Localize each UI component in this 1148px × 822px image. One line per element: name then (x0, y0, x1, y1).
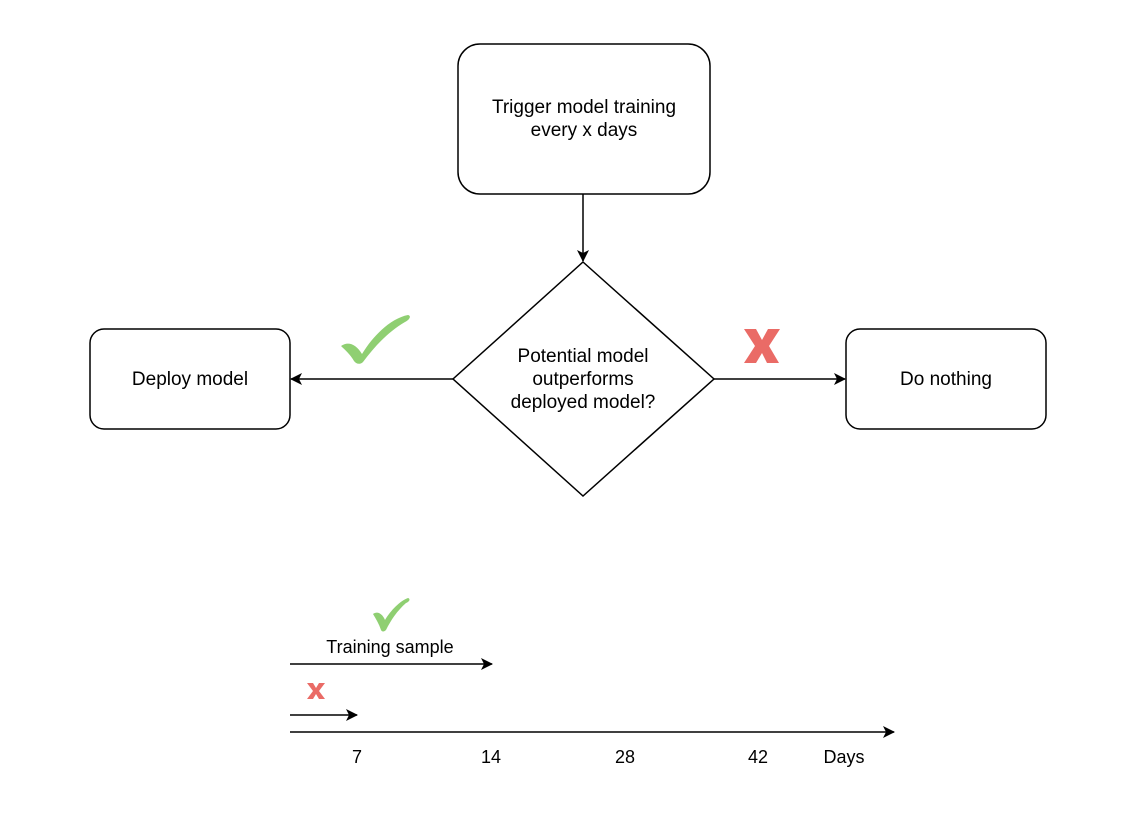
training-sample-label: Training sample (326, 636, 454, 657)
nothing-label: Do nothing (900, 368, 992, 390)
cross-icon (744, 329, 780, 363)
check-icon (341, 315, 410, 364)
axis-unit-label: Days (823, 747, 865, 767)
trigger-label: Trigger model training every x days (491, 97, 677, 141)
check-icon (373, 598, 410, 632)
nothing-box (845, 328, 1047, 430)
cross-icon (307, 683, 325, 699)
tick-label: 7 (351, 747, 362, 767)
tick-label: 28 (614, 747, 636, 767)
decision-diamond (451, 260, 716, 498)
tick-label: 42 (747, 747, 769, 767)
deploy-label: Deploy model (131, 368, 249, 390)
tick-label: 14 (480, 747, 502, 767)
trigger-box (457, 43, 711, 195)
decision-label: Potential model outperforms deployed mod… (510, 345, 656, 413)
